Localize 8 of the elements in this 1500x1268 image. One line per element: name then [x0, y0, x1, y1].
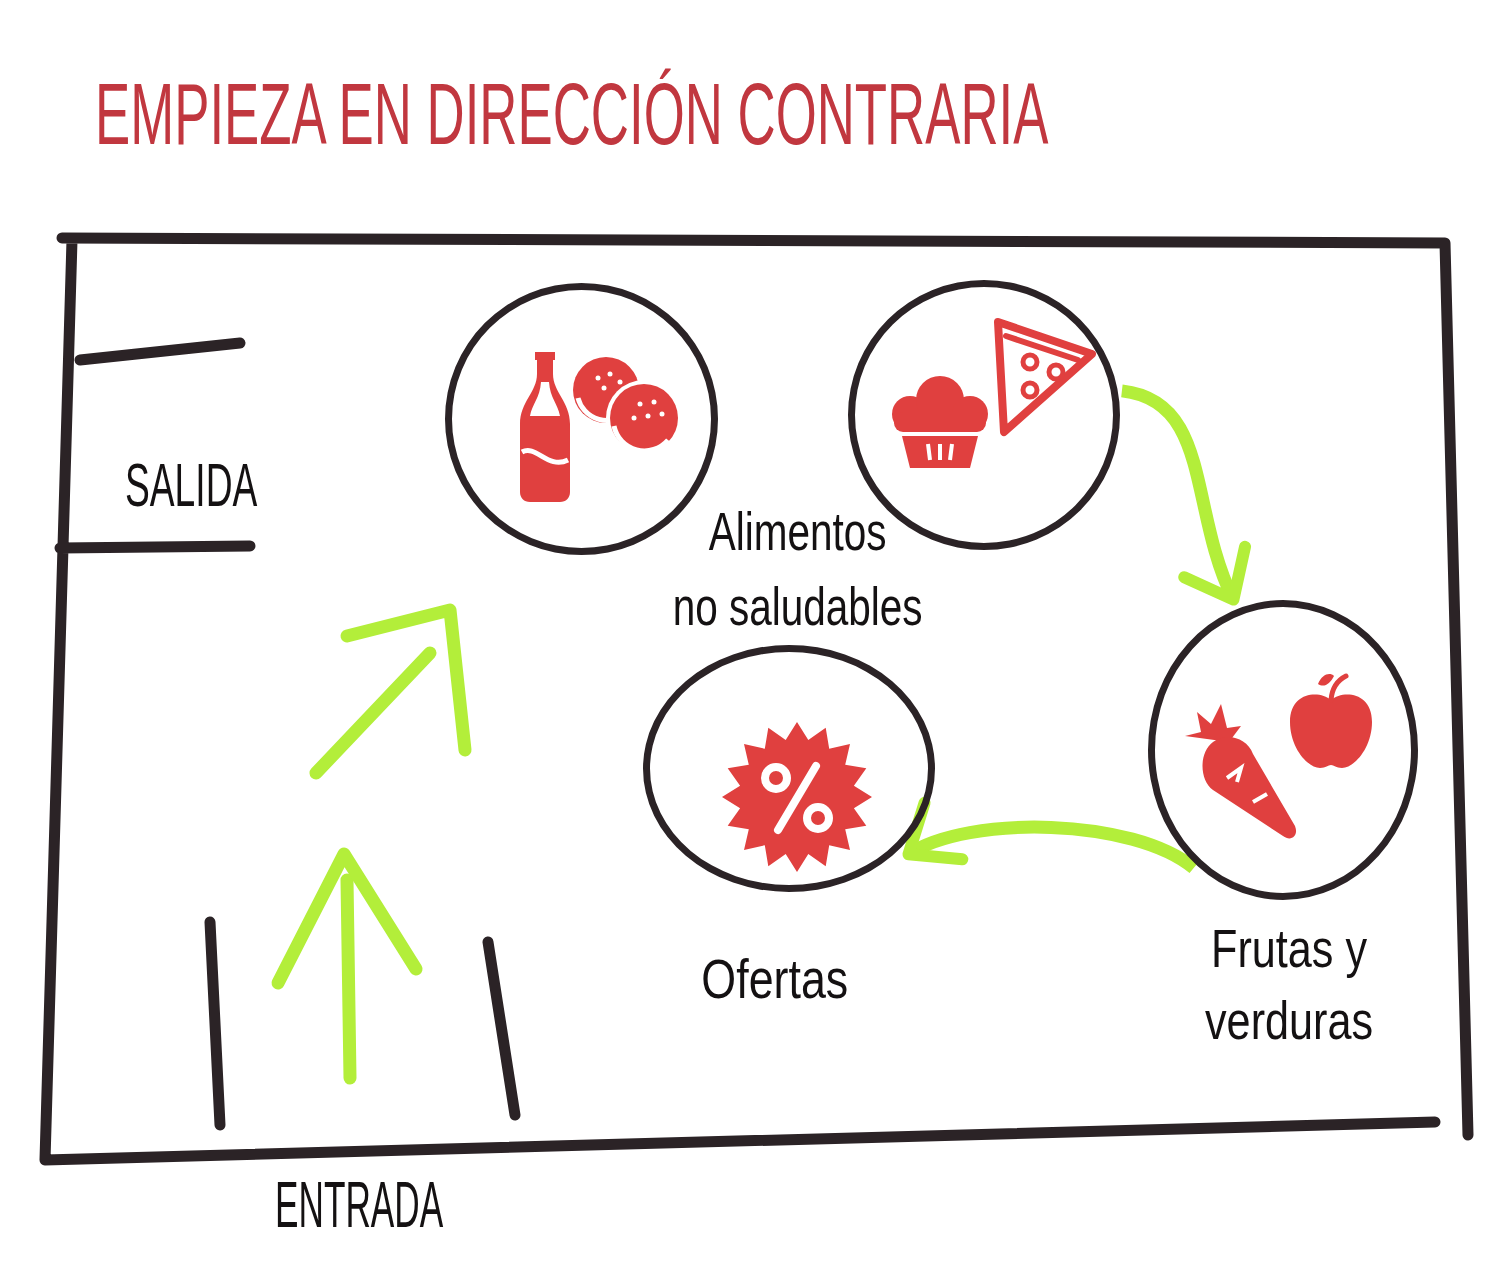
entrance-label: ENTRADA — [275, 1172, 444, 1240]
arrow — [1120, 384, 1254, 606]
section-label: Frutas y verduras — [1205, 917, 1374, 1052]
title: EMPIEZA EN DIRECCIÓN CONTRARIA — [95, 68, 1049, 161]
exit-label: SALIDA — [125, 452, 258, 518]
arrow — [902, 798, 1198, 874]
section-label: Ofertas — [701, 950, 849, 1009]
section-label: Alimentos no saludables — [672, 500, 923, 638]
